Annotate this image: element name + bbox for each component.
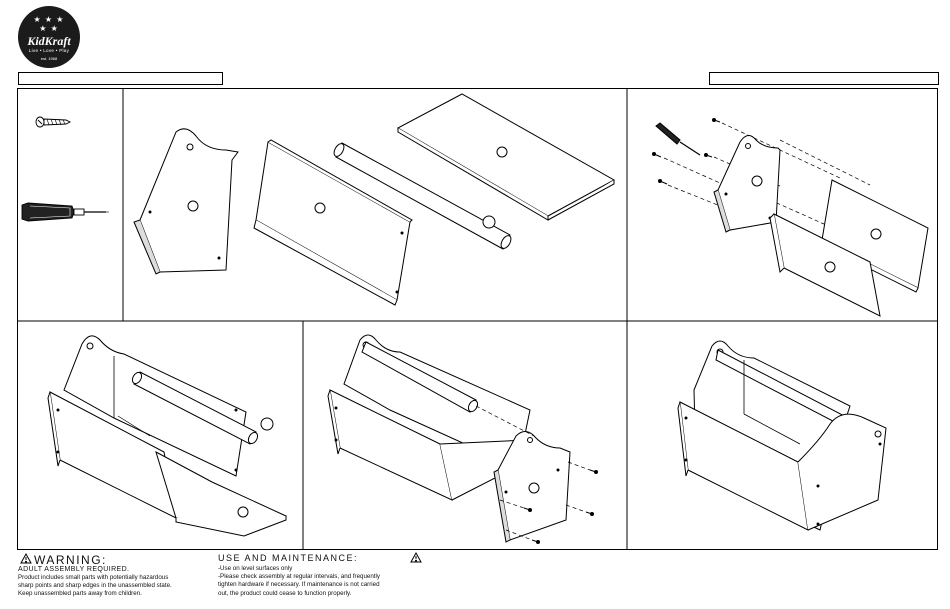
warning-triangle-icon-2 xyxy=(410,551,422,563)
kidkraft-logo: ★ ★ ★ ★ ★ KidKraft Live • Love • Play es… xyxy=(18,6,80,68)
warning-line: Product includes small parts with potent… xyxy=(18,574,169,581)
step-attach-second-side xyxy=(327,334,598,544)
title-box-left xyxy=(18,72,223,85)
warning-body: Product includes small parts with potent… xyxy=(18,574,223,598)
use-line: -Use on level surfaces only xyxy=(218,565,293,572)
warning-line: Keep unassembled parts away from childre… xyxy=(18,590,142,597)
use-line: out, the product could cease to function… xyxy=(218,589,352,597)
logo-tagline: Live • Love • Play xyxy=(28,48,70,53)
instruction-frame xyxy=(17,88,938,550)
screw-icon xyxy=(35,116,72,128)
use-body: -Use on level surfaces only -Please chec… xyxy=(218,565,393,598)
use-heading: USE AND MAINTENANCE: xyxy=(218,553,359,563)
parts-overview xyxy=(133,93,616,306)
warning-line: sharp points and sharp edges in the unas… xyxy=(18,582,172,589)
warning-heading: WARNING: xyxy=(34,553,107,567)
step-finished-toolbox xyxy=(677,340,887,531)
screwdriver-icon xyxy=(21,202,109,222)
logo-brand: KidKraft xyxy=(27,34,71,48)
use-line: tighten hardware if necessary. If mainte… xyxy=(218,581,380,589)
logo-stars: ★ ★ ★ ★ ★ xyxy=(33,15,65,33)
warning-subheading: ADULT ASSEMBLY REQUIRED. xyxy=(18,566,130,573)
title-box-right xyxy=(709,72,939,85)
step-insert-dowel xyxy=(47,335,288,537)
logo-est: est. 1968 xyxy=(40,56,58,61)
use-line: -Please check assembly at regular interv… xyxy=(218,573,380,581)
warning-triangle-icon xyxy=(20,552,32,564)
step-attach-panels xyxy=(652,118,929,317)
